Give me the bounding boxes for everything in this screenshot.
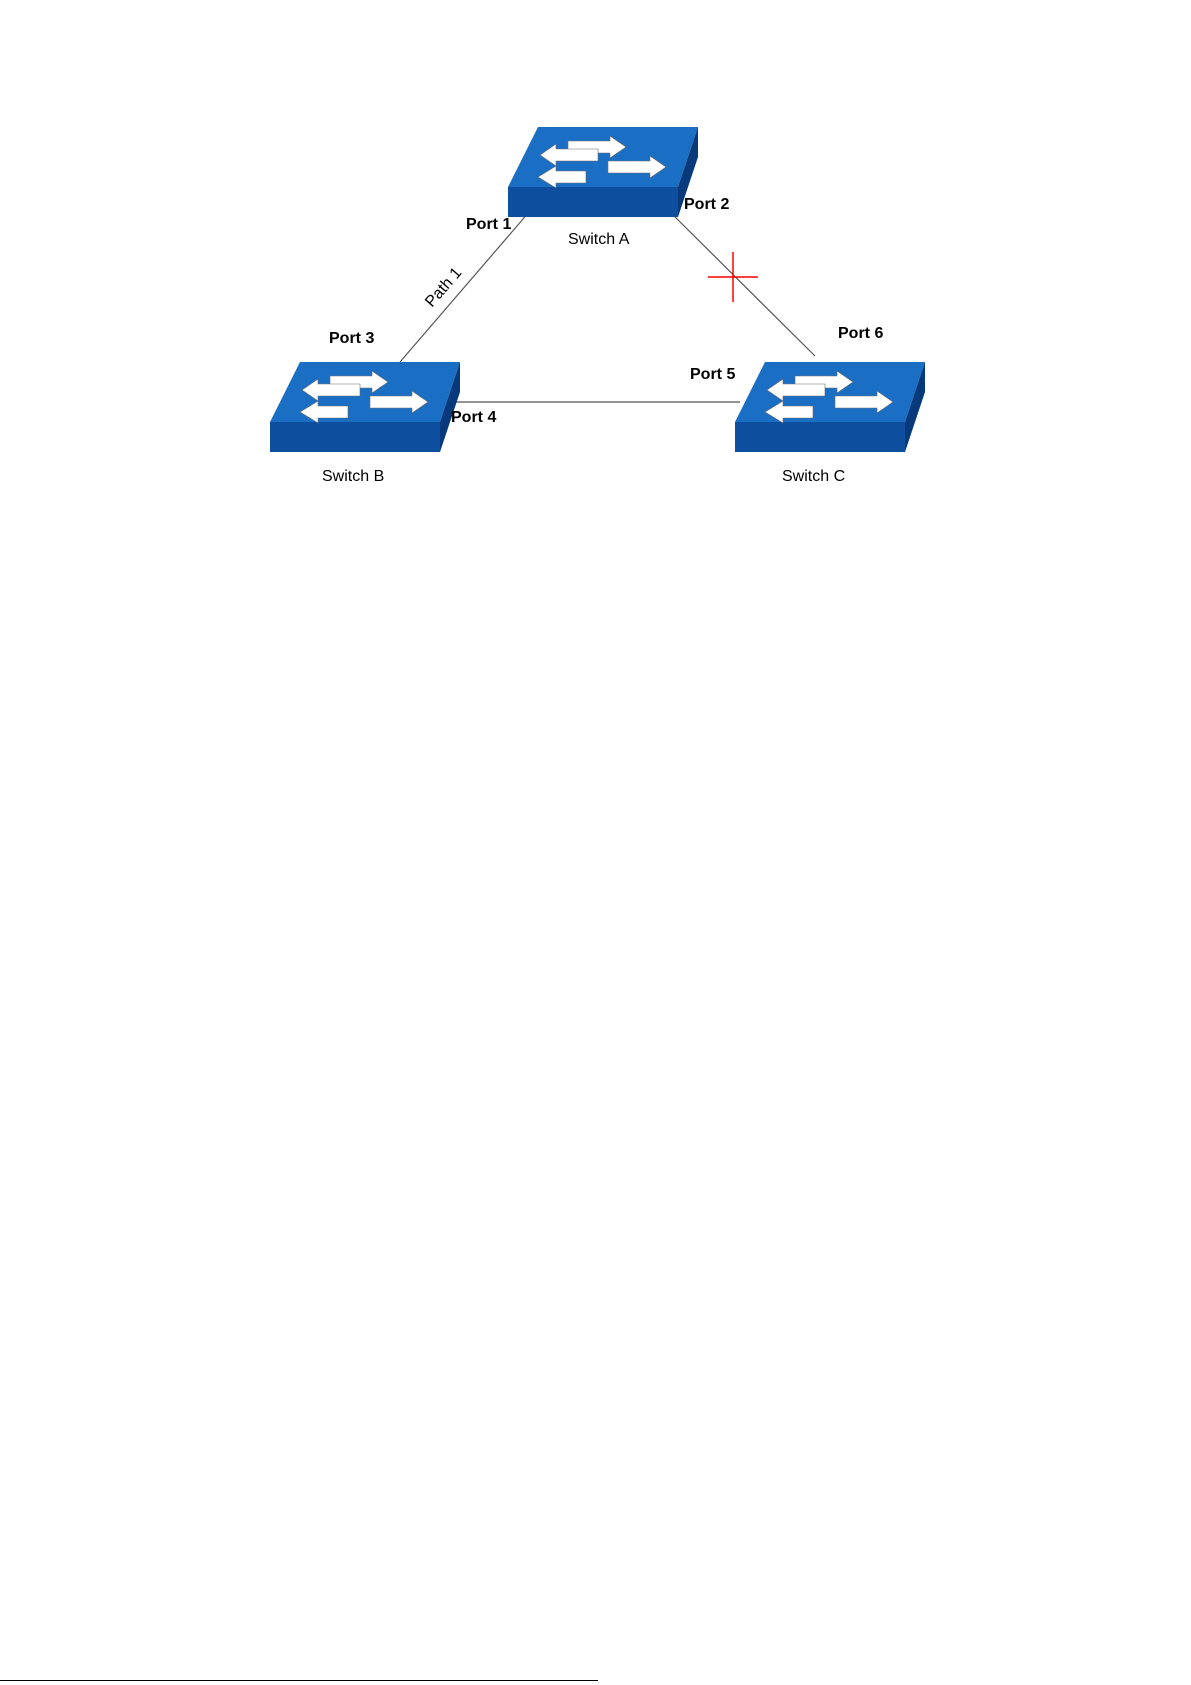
port-3-label: Port 3: [329, 330, 374, 347]
path-1-label: Path 1: [422, 264, 465, 310]
network-switch-icon: [735, 362, 925, 452]
network-switch-icon: [270, 362, 460, 452]
switch-b-label: Switch B: [322, 468, 384, 485]
switch-b: [270, 362, 460, 452]
port-4-label: Port 4: [451, 409, 496, 426]
network-switch-icon: [508, 127, 698, 217]
port-1-label: Port 1: [466, 216, 511, 233]
blocked-link-cross-icon: [708, 252, 758, 302]
switch-a-label: Switch A: [568, 231, 630, 248]
switch-c: [735, 362, 925, 452]
link-a-c: [663, 205, 815, 356]
switch-c-label: Switch C: [782, 468, 845, 485]
port-6-label: Port 6: [838, 325, 883, 342]
port-2-label: Port 2: [684, 196, 729, 213]
switch-a: [508, 127, 698, 217]
footnote-separator: [0, 1680, 598, 1681]
port-5-label: Port 5: [690, 366, 735, 383]
